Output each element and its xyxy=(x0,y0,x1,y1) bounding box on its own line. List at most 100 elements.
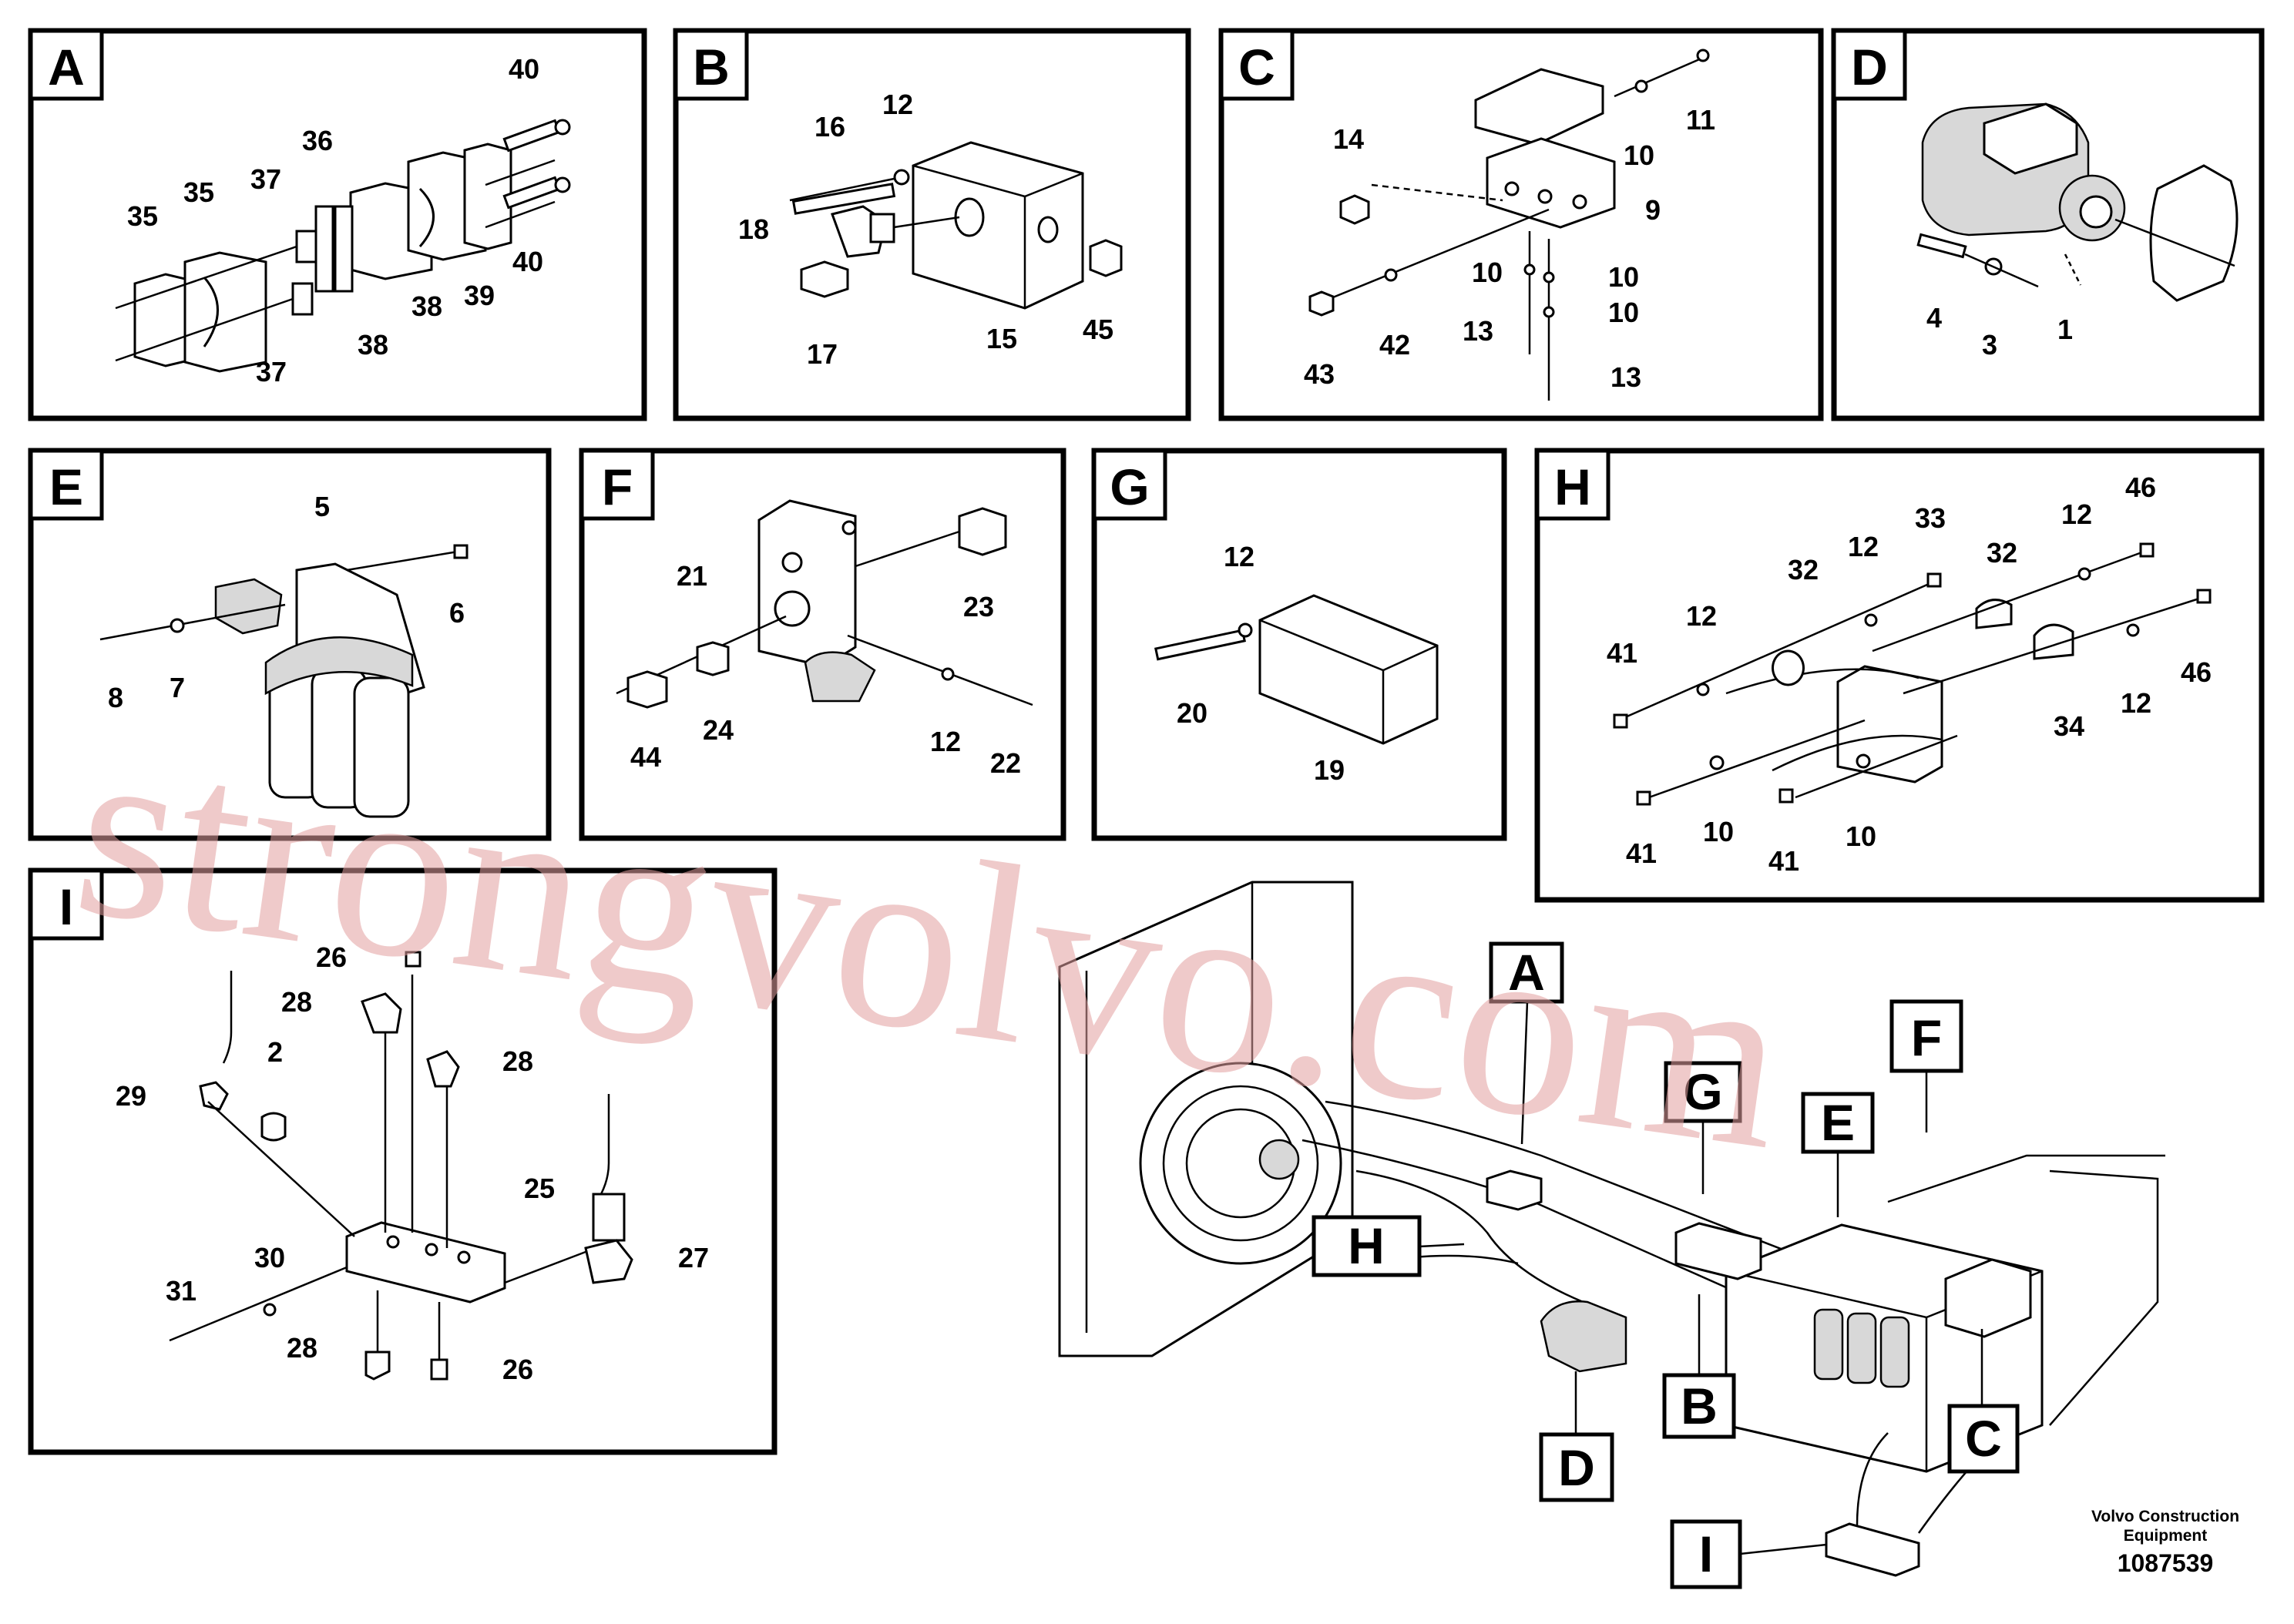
panel-i-manifold-parts xyxy=(169,951,633,1381)
part-label: 10 xyxy=(1624,139,1654,171)
callout-c-letter: C xyxy=(1965,1410,2002,1467)
part-label: 20 xyxy=(1177,697,1207,729)
part-label: 41 xyxy=(1607,637,1637,669)
part-label: 32 xyxy=(1788,554,1819,586)
part-label: 34 xyxy=(2054,710,2084,742)
part-label: 9 xyxy=(1645,194,1661,226)
callout-b xyxy=(1662,1373,1736,1439)
callout-a-letter: A xyxy=(1508,944,1545,1001)
panel-a: A 40 36 35 37 35 40 39 xyxy=(28,28,647,421)
panel-c-valve-parts xyxy=(1308,49,1710,401)
part-label: 12 xyxy=(2121,687,2151,719)
panel-i: I 26 28 2 xyxy=(28,867,778,1455)
part-label: 23 xyxy=(963,591,994,622)
callout-c xyxy=(1947,1404,2020,1474)
part-label: 28 xyxy=(281,986,312,1018)
callout-h-letter: H xyxy=(1348,1217,1385,1274)
part-label: 10 xyxy=(1472,257,1503,288)
part-label: 12 xyxy=(882,89,913,120)
callout-d xyxy=(1539,1432,1614,1502)
company-name-line2: Equipment xyxy=(2124,1527,2208,1545)
part-label: 13 xyxy=(1611,361,1641,393)
part-label: 37 xyxy=(250,163,281,195)
callout-b-letter: B xyxy=(1681,1377,1718,1434)
part-label: 45 xyxy=(1083,314,1113,345)
part-label: 5 xyxy=(314,491,330,522)
part-label: 36 xyxy=(302,125,333,156)
part-label: 33 xyxy=(1915,502,1946,534)
callout-e-letter: E xyxy=(1821,1094,1855,1151)
part-label: 39 xyxy=(464,280,495,311)
part-label: 17 xyxy=(807,338,838,370)
part-label: 18 xyxy=(738,213,769,245)
part-label: 35 xyxy=(127,200,158,232)
part-label: 21 xyxy=(677,560,707,592)
part-label: 29 xyxy=(116,1080,146,1112)
callout-i xyxy=(1670,1519,1742,1589)
part-label: 26 xyxy=(316,941,347,973)
part-label: 38 xyxy=(358,329,388,361)
part-label: 10 xyxy=(1608,261,1639,293)
panel-f-letter: F xyxy=(602,458,633,515)
panel-i-letter: I xyxy=(59,878,73,935)
panel-d: D 4 3 1 xyxy=(1831,28,2265,421)
part-label: 43 xyxy=(1304,358,1335,390)
part-label: 28 xyxy=(287,1332,317,1364)
callout-f xyxy=(1889,999,1963,1073)
fan-icon xyxy=(1139,1062,1342,1265)
panel-f: F 21 23 44 24 12 22 xyxy=(579,448,1066,841)
part-label: 12 xyxy=(1224,541,1254,572)
part-label: 31 xyxy=(166,1275,196,1307)
panel-a-clamp-parts xyxy=(115,119,571,373)
callout-h xyxy=(1312,1215,1422,1277)
panel-b-letter: B xyxy=(693,39,730,96)
part-label: 3 xyxy=(1982,329,1997,361)
callout-e xyxy=(1801,1092,1875,1154)
part-label: 46 xyxy=(2181,656,2212,688)
panel-c: C 11 14 10 9 10 10 10 43 42 xyxy=(1218,28,1824,421)
part-label: 2 xyxy=(267,1036,283,1068)
panel-c-letter: C xyxy=(1238,39,1275,96)
part-label: 10 xyxy=(1703,816,1734,847)
company-name: Volvo Construction xyxy=(2091,1508,2239,1525)
panel-d-letter: D xyxy=(1851,39,1888,96)
part-label: 12 xyxy=(930,726,961,757)
part-label: 12 xyxy=(1848,531,1879,562)
callout-d-letter: D xyxy=(1558,1439,1595,1496)
panel-e: E 5 6 8 7 xyxy=(28,448,552,841)
panel-e-filter-parts xyxy=(99,544,469,818)
part-label: 14 xyxy=(1333,123,1364,155)
part-label: 7 xyxy=(170,672,185,703)
part-label: 15 xyxy=(986,323,1017,354)
part-label: 1 xyxy=(2057,314,2073,345)
panel-h: H 46 12 33 32 32 xyxy=(1534,448,2265,903)
footer: Volvo Construction Equipment 1087539 xyxy=(2091,1508,2239,1577)
part-label: 42 xyxy=(1379,329,1410,361)
part-label: 28 xyxy=(502,1045,533,1077)
panel-h-letter: H xyxy=(1554,458,1591,515)
part-label: 46 xyxy=(2125,471,2156,503)
panel-g: G 12 20 19 xyxy=(1091,448,1507,841)
part-label: 4 xyxy=(1926,302,1942,334)
callout-i-letter: I xyxy=(1699,1525,1713,1582)
part-label: 41 xyxy=(1768,845,1799,877)
drawing-number: 1087539 xyxy=(2118,1549,2214,1577)
part-label: 41 xyxy=(1626,837,1657,869)
part-label: 8 xyxy=(108,682,123,713)
panel-b-block-parts xyxy=(789,141,1123,310)
panel-f-block-parts xyxy=(616,499,1033,709)
panel-b: B 16 12 18 17 15 45 xyxy=(673,28,1191,421)
part-label: 16 xyxy=(814,111,845,143)
part-label: 26 xyxy=(502,1354,533,1385)
callout-a xyxy=(1489,941,1564,1004)
part-label: 32 xyxy=(1987,537,2017,569)
part-label: 40 xyxy=(509,53,539,85)
panel-d-pump-parts xyxy=(1916,102,2239,302)
part-label: 40 xyxy=(512,246,543,277)
overview-callouts: A G F E H B D C I xyxy=(1312,941,2020,1589)
part-label: 37 xyxy=(256,356,287,388)
panel-g-letter: G xyxy=(1110,458,1149,515)
part-label: 44 xyxy=(630,741,661,773)
part-label: 25 xyxy=(524,1173,555,1204)
